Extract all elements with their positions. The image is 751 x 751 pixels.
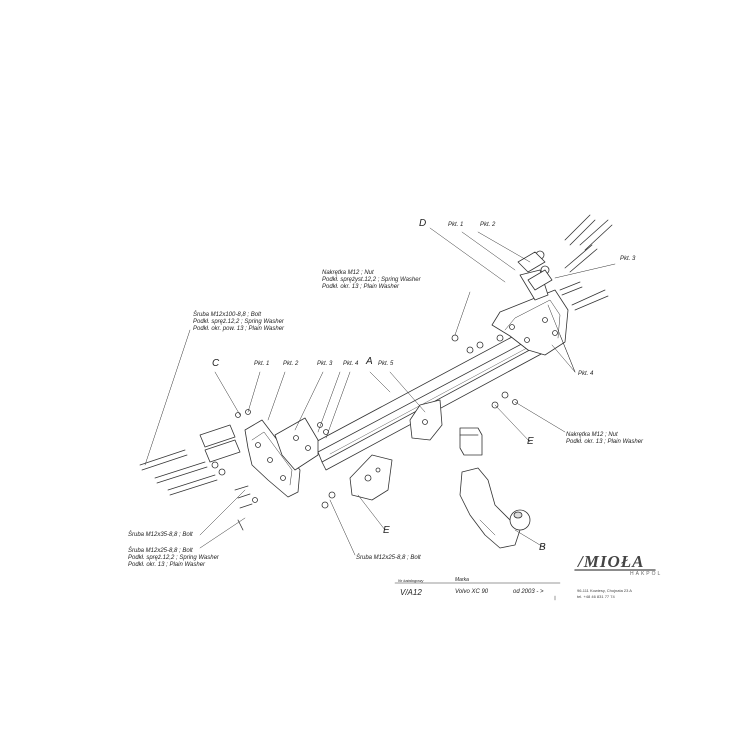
plate-c-3: Pkt. 3 (317, 361, 333, 367)
callout-bolt-top-left: Śruba M12x100-8,8 ; Bolt Podkł. spręż.12… (193, 312, 284, 333)
callout-line: Nakrętka M12 ; Nut (322, 270, 374, 276)
plate-d-2: Pkt. 2 (480, 222, 496, 228)
small-nuts (235, 334, 518, 509)
callout-bolt-35: Śruba M12x35-8,8 ; Bolt (128, 532, 193, 539)
callout-bolt-25-left: Śruba M12x25-8,8 ; Bolt Podkł. spręż.12,… (128, 548, 219, 569)
label-A: A (366, 356, 373, 367)
callout-line: Podkł. okr. pow. 13 ; Plain Washer (193, 326, 285, 332)
callout-line: Podkł. okr. 13 ; Plain Washer (566, 439, 644, 445)
callout-line: Podkł. okr. 13 ; Plain Washer (128, 562, 206, 568)
callout-line: Podkł. spręż.12,2 ; Spring Washer (193, 319, 284, 325)
socket-bracket (349, 399, 443, 501)
plate-5: Pkt. 5 (378, 361, 394, 367)
plate-d-3: Pkt. 3 (620, 256, 636, 262)
company-address: 96-111 Kowiesy, Chojnata 23 A (577, 588, 632, 593)
catalog-header: Nr katalogowy (398, 578, 424, 583)
plate-d-1: Pkt. 1 (448, 222, 464, 228)
bolts-top-right (517, 214, 613, 311)
leader-lines (144, 227, 616, 556)
callout-line: Śruba M12x25-8,8 ; Bolt (128, 548, 193, 554)
company-logo-sub: HAKPOL (630, 571, 663, 577)
catalog-value: V/A12 (400, 588, 422, 597)
callout-line: Podkł. sprężyst.12,2 ; Spring Washer (322, 277, 421, 283)
company-logo: /MIOŁA (578, 552, 645, 571)
company-phone: tel. +48 46 831 77 74 (577, 594, 615, 599)
callout-line: Śruba M12x35-8,8 ; Bolt (128, 532, 193, 538)
callout-line: Podkł. spręż.12,2 ; Spring Washer (128, 555, 219, 561)
plate-d-4: Pkt. 4 (578, 371, 594, 377)
label-B: B (539, 542, 546, 553)
label-D: D (419, 218, 427, 229)
make-value: Volvo XC 90 (455, 589, 489, 595)
label-E-right: E (527, 436, 534, 447)
callout-line: Śruba M12x100-8,8 ; Bolt (193, 312, 262, 318)
callout-line: Nakrętka M12 ; Nut (566, 432, 618, 438)
label-C: C (212, 358, 220, 369)
title-block-lines (394, 569, 656, 601)
ball-mount (459, 427, 531, 549)
label-E-bottom: E (383, 525, 390, 536)
plate-c-4: Pkt. 4 (343, 361, 359, 367)
year-value: od 2003 - > (513, 589, 544, 595)
make-header: Marka (455, 577, 469, 583)
plate-c-1: Pkt. 1 (254, 361, 270, 367)
callout-line: Podkł. okr. 13 ; Plain Washer (322, 284, 400, 290)
bracket-left (244, 417, 319, 498)
callout-nut-top: Nakrętka M12 ; Nut Podkł. sprężyst.12,2 … (322, 270, 421, 291)
callout-nut-right: Nakrętka M12 ; Nut Podkł. okr. 13 ; Plai… (566, 432, 643, 446)
plate-c-2: Pkt. 2 (283, 361, 299, 367)
bolts-left (139, 424, 258, 531)
callout-line: Śruba M12x25-8,8 ; Bolt (356, 555, 421, 561)
callout-bolt-25-bottom: Śruba M12x25-8,8 ; Bolt (356, 555, 421, 562)
